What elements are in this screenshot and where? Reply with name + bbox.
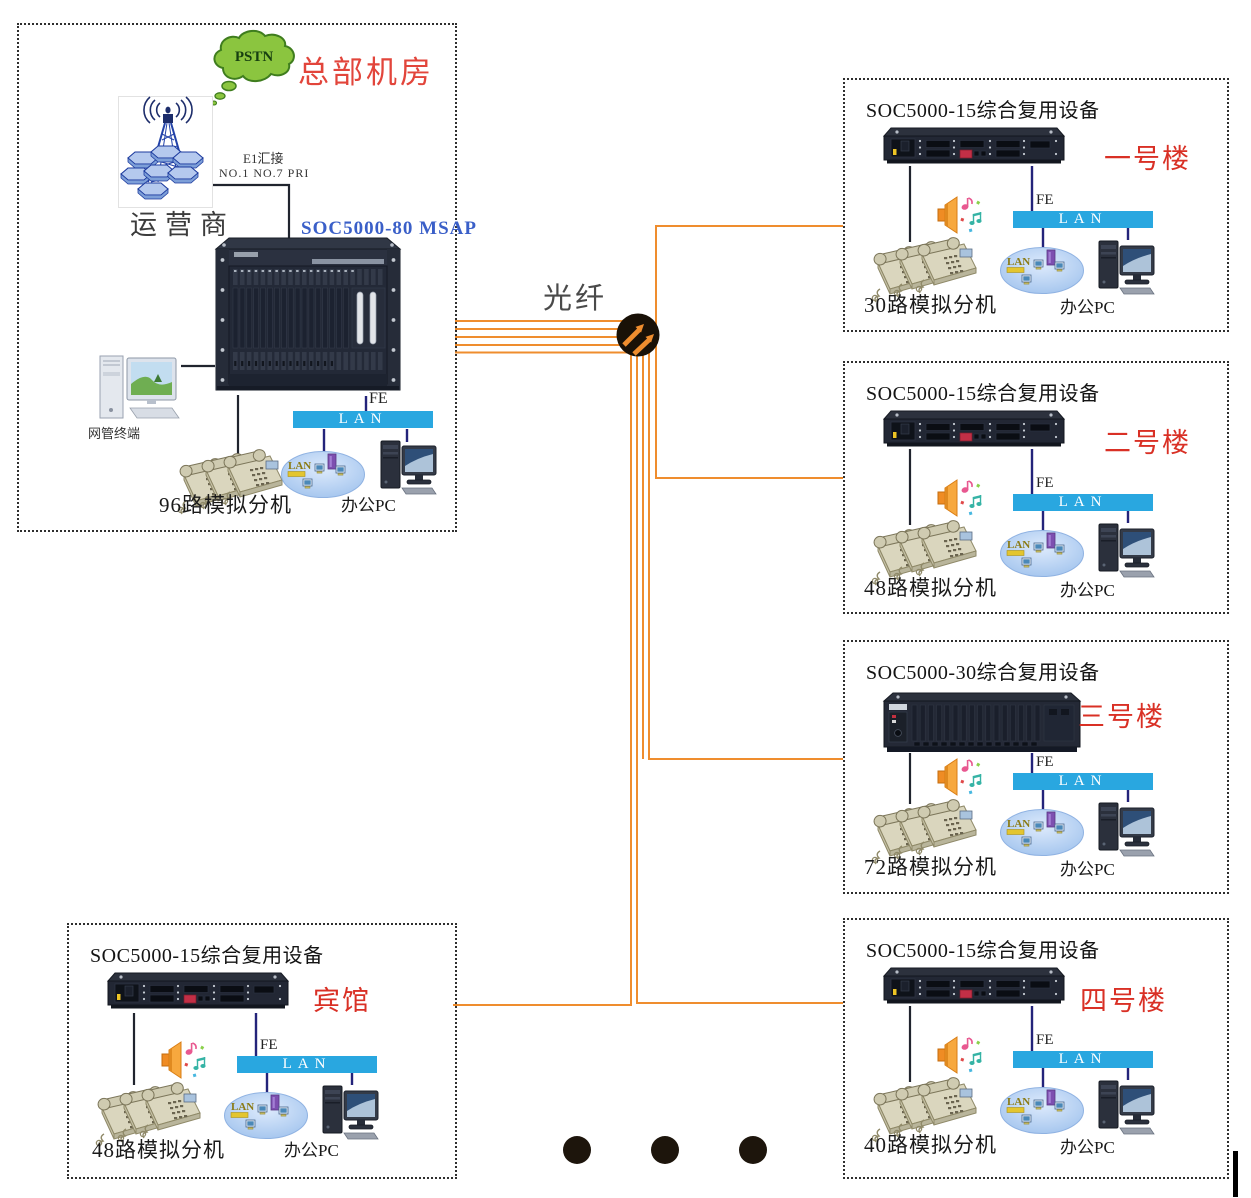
site-4-lan-bar: LAN	[1013, 1051, 1153, 1068]
site-2-office-pc-icon	[1098, 523, 1155, 578]
nms-terminal-icon	[99, 355, 180, 419]
cable-links	[132, 166, 912, 1085]
e1-label-top: E1汇接	[243, 151, 284, 166]
site-2-pc-label: 办公PC	[1060, 581, 1115, 600]
site-4-fe-label: FE	[1036, 1032, 1054, 1048]
building-1-box	[843, 78, 1229, 332]
operator-label: 运营商	[130, 210, 235, 240]
hotel-device	[107, 972, 289, 1009]
site-1-name: 一号楼	[1104, 144, 1191, 174]
nms-terminal-label: 网管终端	[88, 426, 141, 441]
site-2-title: SOC5000-15综合复用设备	[866, 383, 1100, 405]
site-1-lan-cloud	[1001, 248, 1084, 294]
hotel-pc-label: 办公PC	[284, 1141, 339, 1160]
building-4-box	[843, 918, 1229, 1179]
fe-lan-links	[254, 166, 1130, 1094]
site-3-fe-label: FE	[1036, 754, 1054, 770]
site-2-fe-label: FE	[1036, 475, 1054, 491]
msap-chassis	[215, 237, 401, 391]
hq-phones-label: 96路模拟分机	[159, 493, 292, 517]
site-1-office-pc-icon	[1098, 240, 1155, 295]
site-1-fe-label: FE	[1036, 192, 1054, 208]
hotel-speaker-icon	[161, 1041, 207, 1079]
hq-office-pc-icon	[380, 440, 437, 495]
site-1-device	[883, 127, 1065, 164]
site-3-speaker-icon	[937, 758, 983, 796]
fiber-lines	[453, 225, 843, 1006]
hq-region-label: 总部机房	[298, 55, 434, 90]
hq-pc-label: 办公PC	[341, 496, 396, 515]
hotel-title: SOC5000-15综合复用设备	[90, 945, 324, 967]
site-4-phones-label: 40路模拟分机	[864, 1133, 997, 1157]
hotel-lan-cloud	[225, 1093, 308, 1139]
crop-artifact	[1233, 1151, 1238, 1197]
site-4-title: SOC5000-15综合复用设备	[866, 940, 1100, 962]
building-3-box	[843, 640, 1229, 894]
msap-model-label: SOC5000-80 MSAP	[301, 218, 477, 239]
site-3-lan-cloud	[1001, 810, 1084, 856]
site-4-speaker-icon	[937, 1036, 983, 1074]
site-4-pc-label: 办公PC	[1060, 1138, 1115, 1157]
operator-tower-icon	[119, 97, 213, 208]
site-2-name: 二号楼	[1104, 428, 1191, 458]
site-4-office-pc-icon	[1098, 1080, 1155, 1135]
site-2-speaker-icon	[937, 479, 983, 517]
building-2-box	[843, 361, 1229, 614]
site-3-lan-bar: LAN	[1013, 773, 1153, 790]
site-3-office-pc-icon	[1098, 802, 1155, 857]
site-4-lan-cloud	[1001, 1088, 1084, 1134]
hq-region-box	[17, 23, 457, 532]
site-1-phones-label: 30路模拟分机	[864, 293, 997, 317]
hq-lan-bar: LAN	[293, 411, 433, 428]
hotel-name: 宾馆	[313, 986, 371, 1016]
site-2-lan-cloud	[1001, 531, 1084, 577]
site-1-title: SOC5000-15综合复用设备	[866, 100, 1100, 122]
site-2-lan-bar: LAN	[1013, 494, 1153, 511]
fiber-label: 光纤	[543, 283, 608, 315]
site-4-device	[883, 967, 1065, 1004]
pstn-cloud	[210, 29, 295, 106]
site-3-pc-label: 办公PC	[1060, 860, 1115, 879]
site-2-phones-label: 48路模拟分机	[864, 576, 997, 600]
site-3-phones-label: 72路模拟分机	[864, 855, 997, 879]
site-3-device	[883, 692, 1081, 753]
site-1-lan-bar: LAN	[1013, 211, 1153, 228]
site-1-pc-label: 办公PC	[1060, 298, 1115, 317]
hotel-box	[67, 923, 457, 1179]
hq-fe-label: FE	[369, 390, 388, 407]
site-2-device	[883, 410, 1065, 447]
site-3-title: SOC5000-30综合复用设备	[866, 662, 1100, 684]
e1-label-bottom: NO.1 NO.7 PRI	[219, 166, 310, 180]
hotel-office-pc-icon	[322, 1085, 379, 1140]
hotel-fe-label: FE	[260, 1037, 278, 1053]
hotel-lan-bar: LAN	[237, 1056, 377, 1073]
site-4-name: 四号楼	[1080, 986, 1167, 1016]
hotel-phones-label: 48路模拟分机	[92, 1138, 225, 1162]
site-1-speaker-icon	[937, 196, 983, 234]
continuation-dots	[563, 1136, 767, 1164]
fiber-hub-icon	[617, 314, 660, 357]
site-3-name: 三号楼	[1078, 702, 1165, 732]
hq-lan-cloud	[282, 452, 365, 498]
